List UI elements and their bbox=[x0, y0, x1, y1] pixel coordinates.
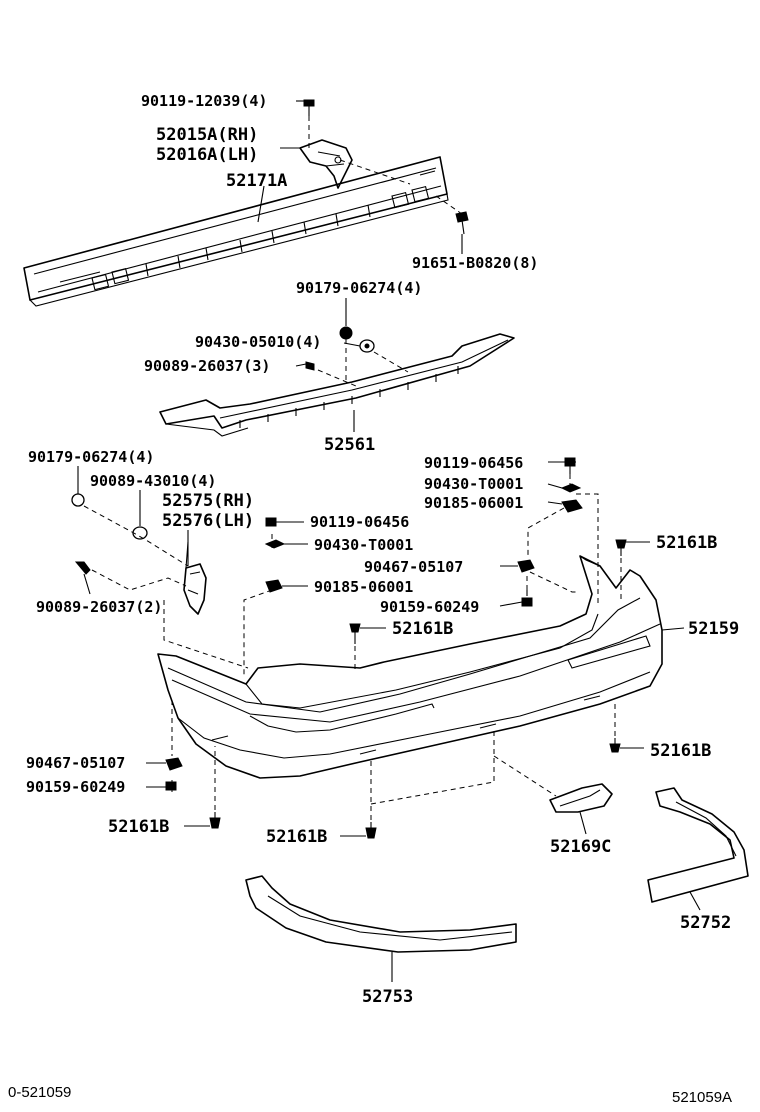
clip-icon bbox=[615, 539, 627, 556]
retainer-icon bbox=[305, 361, 315, 371]
nut-icon bbox=[517, 559, 535, 573]
label-reinforcement: 52171A bbox=[226, 171, 287, 191]
clip-icon bbox=[339, 326, 353, 340]
nut-icon bbox=[265, 579, 283, 593]
label-energy-absorber: 52561 bbox=[324, 435, 375, 455]
label-bolt-reinforcement: 90119-12039(4) bbox=[141, 92, 267, 110]
bolt-icon bbox=[303, 99, 315, 116]
label-washer-left: 90430-T0001 bbox=[314, 536, 413, 554]
leader-lines bbox=[77, 100, 701, 982]
label-nut-clip-left: 90467-05107 bbox=[26, 754, 125, 772]
clip-icon bbox=[365, 822, 377, 839]
label-clip-side: 90179-06274(4) bbox=[28, 448, 154, 466]
part-labels: 90119-12039(4) 52015A(RH) 52016A(LH) 521… bbox=[26, 92, 739, 1007]
label-screw-left: 90159-60249 bbox=[26, 778, 125, 796]
label-bracket-rh: 52015A(RH) bbox=[156, 125, 258, 145]
label-retainer-side-low: 90089-26037(2) bbox=[36, 598, 162, 616]
lower-bracket-part bbox=[549, 783, 613, 813]
label-nut-clip-right: 90467-05107 bbox=[364, 558, 463, 576]
label-clip-right-top: 52161B bbox=[656, 533, 717, 553]
label-nut-reinforcement: 91651-B0820(8) bbox=[412, 254, 538, 272]
retainer-icon bbox=[74, 561, 91, 575]
screw-icon bbox=[165, 781, 177, 791]
alignment-lines bbox=[83, 116, 622, 820]
label-clip-right-low: 52161B bbox=[650, 741, 711, 761]
label-bolt-left: 90119-06456 bbox=[310, 513, 409, 531]
label-retainer-energy: 90089-26037(3) bbox=[144, 357, 270, 375]
nut-icon bbox=[455, 211, 469, 235]
label-bracket-lh: 52016A(LH) bbox=[156, 145, 258, 165]
clip-icon bbox=[209, 812, 221, 829]
footer-left-code: 0-521059 bbox=[8, 1084, 71, 1101]
extension-right-part bbox=[647, 787, 749, 903]
label-nut-right: 90185-06001 bbox=[424, 494, 523, 512]
label-clip-energy: 90179-06274(4) bbox=[296, 279, 422, 297]
label-lower-bracket: 52169C bbox=[550, 837, 611, 857]
label-bumper-cover: 52159 bbox=[688, 619, 739, 639]
washer-icon bbox=[560, 483, 582, 493]
bolt-icon bbox=[265, 517, 277, 527]
clip-icon bbox=[71, 493, 85, 507]
screw-icon bbox=[521, 590, 533, 607]
clip-icon bbox=[609, 738, 621, 753]
reinforcement-part bbox=[23, 156, 449, 307]
label-nut-left: 90185-06001 bbox=[314, 578, 413, 596]
nut-icon bbox=[165, 757, 183, 771]
label-support-lh: 52576(LH) bbox=[162, 511, 254, 531]
side-support-part bbox=[183, 541, 207, 615]
label-extension-right: 52752 bbox=[680, 913, 731, 933]
label-retainer-side: 90089-43010(4) bbox=[90, 472, 216, 490]
retainer-icon bbox=[132, 526, 148, 540]
energy-absorber-part bbox=[159, 333, 515, 437]
label-clip-bottom-left: 52161B bbox=[108, 817, 169, 837]
washer-icon bbox=[264, 539, 286, 549]
nut-icon bbox=[359, 339, 375, 353]
clip-icon bbox=[349, 623, 361, 644]
label-support-rh: 52575(RH) bbox=[162, 491, 254, 511]
bumper-cover-part bbox=[157, 555, 663, 779]
label-clip-center: 52161B bbox=[392, 619, 453, 639]
nut-icon bbox=[561, 499, 583, 513]
label-clip-bottom-center: 52161B bbox=[266, 827, 327, 847]
label-washer-right: 90430-T0001 bbox=[424, 475, 523, 493]
label-nut-energy: 90430-05010(4) bbox=[195, 333, 321, 351]
footer-right-code: 521059A bbox=[672, 1089, 732, 1106]
label-extension-center: 52753 bbox=[362, 987, 413, 1007]
extension-center-part bbox=[245, 875, 517, 953]
bolt-icon bbox=[564, 457, 576, 474]
label-bolt-right: 90119-06456 bbox=[424, 454, 523, 472]
reinforcement-bracket-part bbox=[299, 139, 353, 189]
label-screw-right: 90159-60249 bbox=[380, 598, 479, 616]
